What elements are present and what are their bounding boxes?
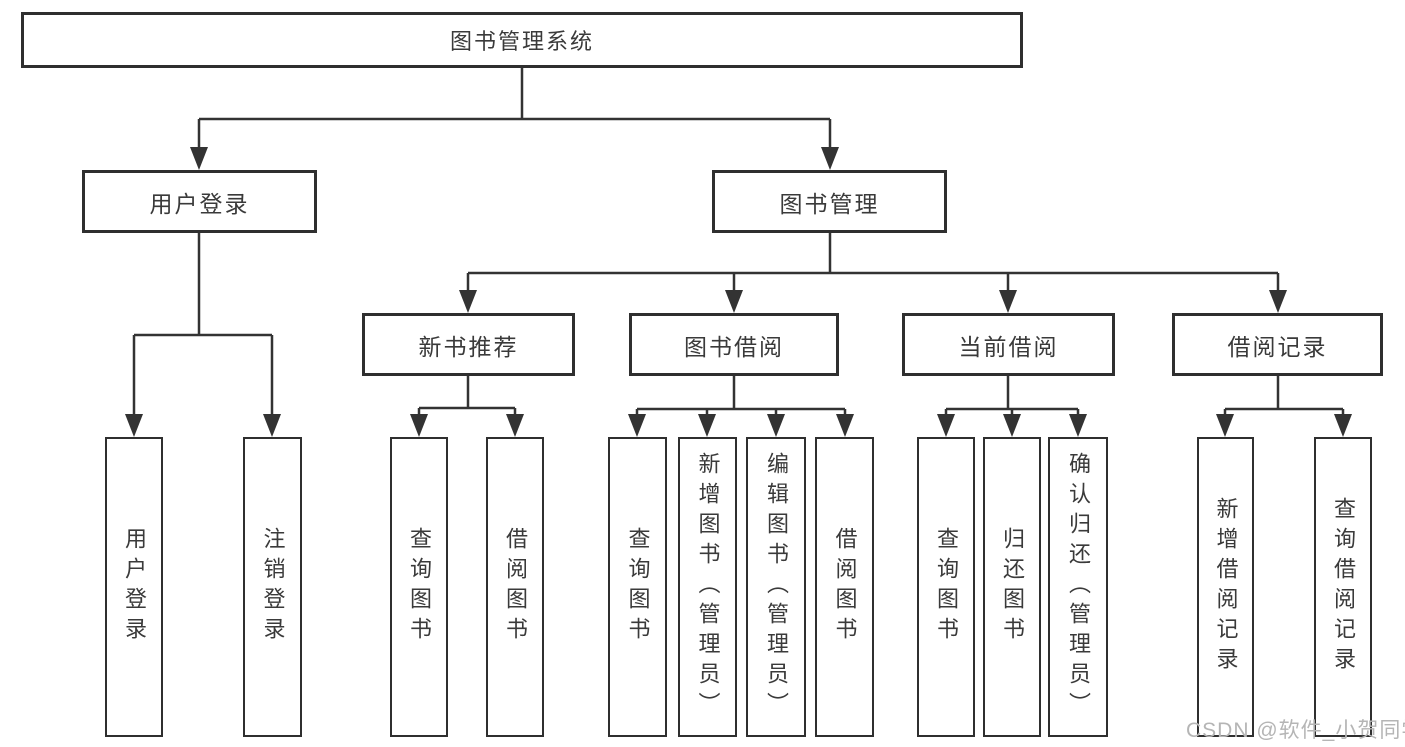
arrowhead (506, 414, 524, 437)
arrowhead (1269, 290, 1287, 313)
arrowhead (725, 290, 743, 313)
leaf-query-borrow-record: 查询借阅记录 (1314, 437, 1372, 737)
connector-line (417, 376, 517, 420)
node-new-book-recommendation: 新书推荐 (362, 313, 575, 376)
connector-line (197, 68, 832, 152)
leaf-add-book-admin: 新增图书（管理员） (678, 437, 737, 737)
arrowhead (190, 147, 208, 170)
arrowhead (459, 290, 477, 313)
node-user-login: 用户登录 (82, 170, 317, 233)
arrowhead (410, 414, 428, 437)
arrowhead (1216, 414, 1234, 437)
connector-book-management-children (459, 233, 1287, 313)
node-book-management: 图书管理 (712, 170, 947, 233)
node-borrowing-records: 借阅记录 (1172, 313, 1383, 376)
connector-line (466, 233, 1280, 296)
connector-line (635, 376, 847, 420)
arrowhead (999, 290, 1017, 313)
arrowhead (628, 414, 646, 437)
connector-borrowing-records-children (1216, 376, 1352, 437)
leaf-confirm-return-admin: 确认归还（管理员） (1048, 437, 1108, 737)
node-current-borrowing: 当前借阅 (902, 313, 1115, 376)
leaf-query-books-borrowing: 查询图书 (608, 437, 667, 737)
arrowhead (698, 414, 716, 437)
arrowhead (1069, 414, 1087, 437)
connector-line (132, 233, 274, 420)
connector-line (1223, 376, 1345, 420)
arrowhead (1003, 414, 1021, 437)
leaf-return-book: 归还图书 (983, 437, 1041, 737)
connector-current-borrowing-children (937, 376, 1087, 437)
connector-new-book-recommendation-children (410, 376, 524, 437)
leaf-user-login: 用户登录 (105, 437, 163, 737)
arrowhead (937, 414, 955, 437)
leaf-borrow-books-recommend: 借阅图书 (486, 437, 544, 737)
connector-user-login-children (125, 233, 281, 437)
node-root-library-management-system: 图书管理系统 (21, 12, 1023, 68)
leaf-add-borrow-record: 新增借阅记录 (1197, 437, 1254, 737)
connector-root-to-level1 (190, 68, 839, 170)
leaf-query-books-current: 查询图书 (917, 437, 975, 737)
arrowhead (125, 414, 143, 437)
leaf-logout: 注销登录 (243, 437, 302, 737)
leaf-query-books-recommend: 查询图书 (390, 437, 448, 737)
leaf-edit-book-admin: 编辑图书（管理员） (746, 437, 806, 737)
arrowhead (836, 414, 854, 437)
leaf-borrow-books-borrowing: 借阅图书 (815, 437, 874, 737)
node-book-borrowing: 图书借阅 (629, 313, 839, 376)
arrowhead (821, 147, 839, 170)
arrowhead (263, 414, 281, 437)
connector-book-borrowing-children (628, 376, 854, 437)
csdn-watermark: CSDN @软件_小贺同学 (1186, 719, 1405, 742)
arrowhead (1334, 414, 1352, 437)
connector-line (944, 376, 1080, 420)
arrowhead (767, 414, 785, 437)
